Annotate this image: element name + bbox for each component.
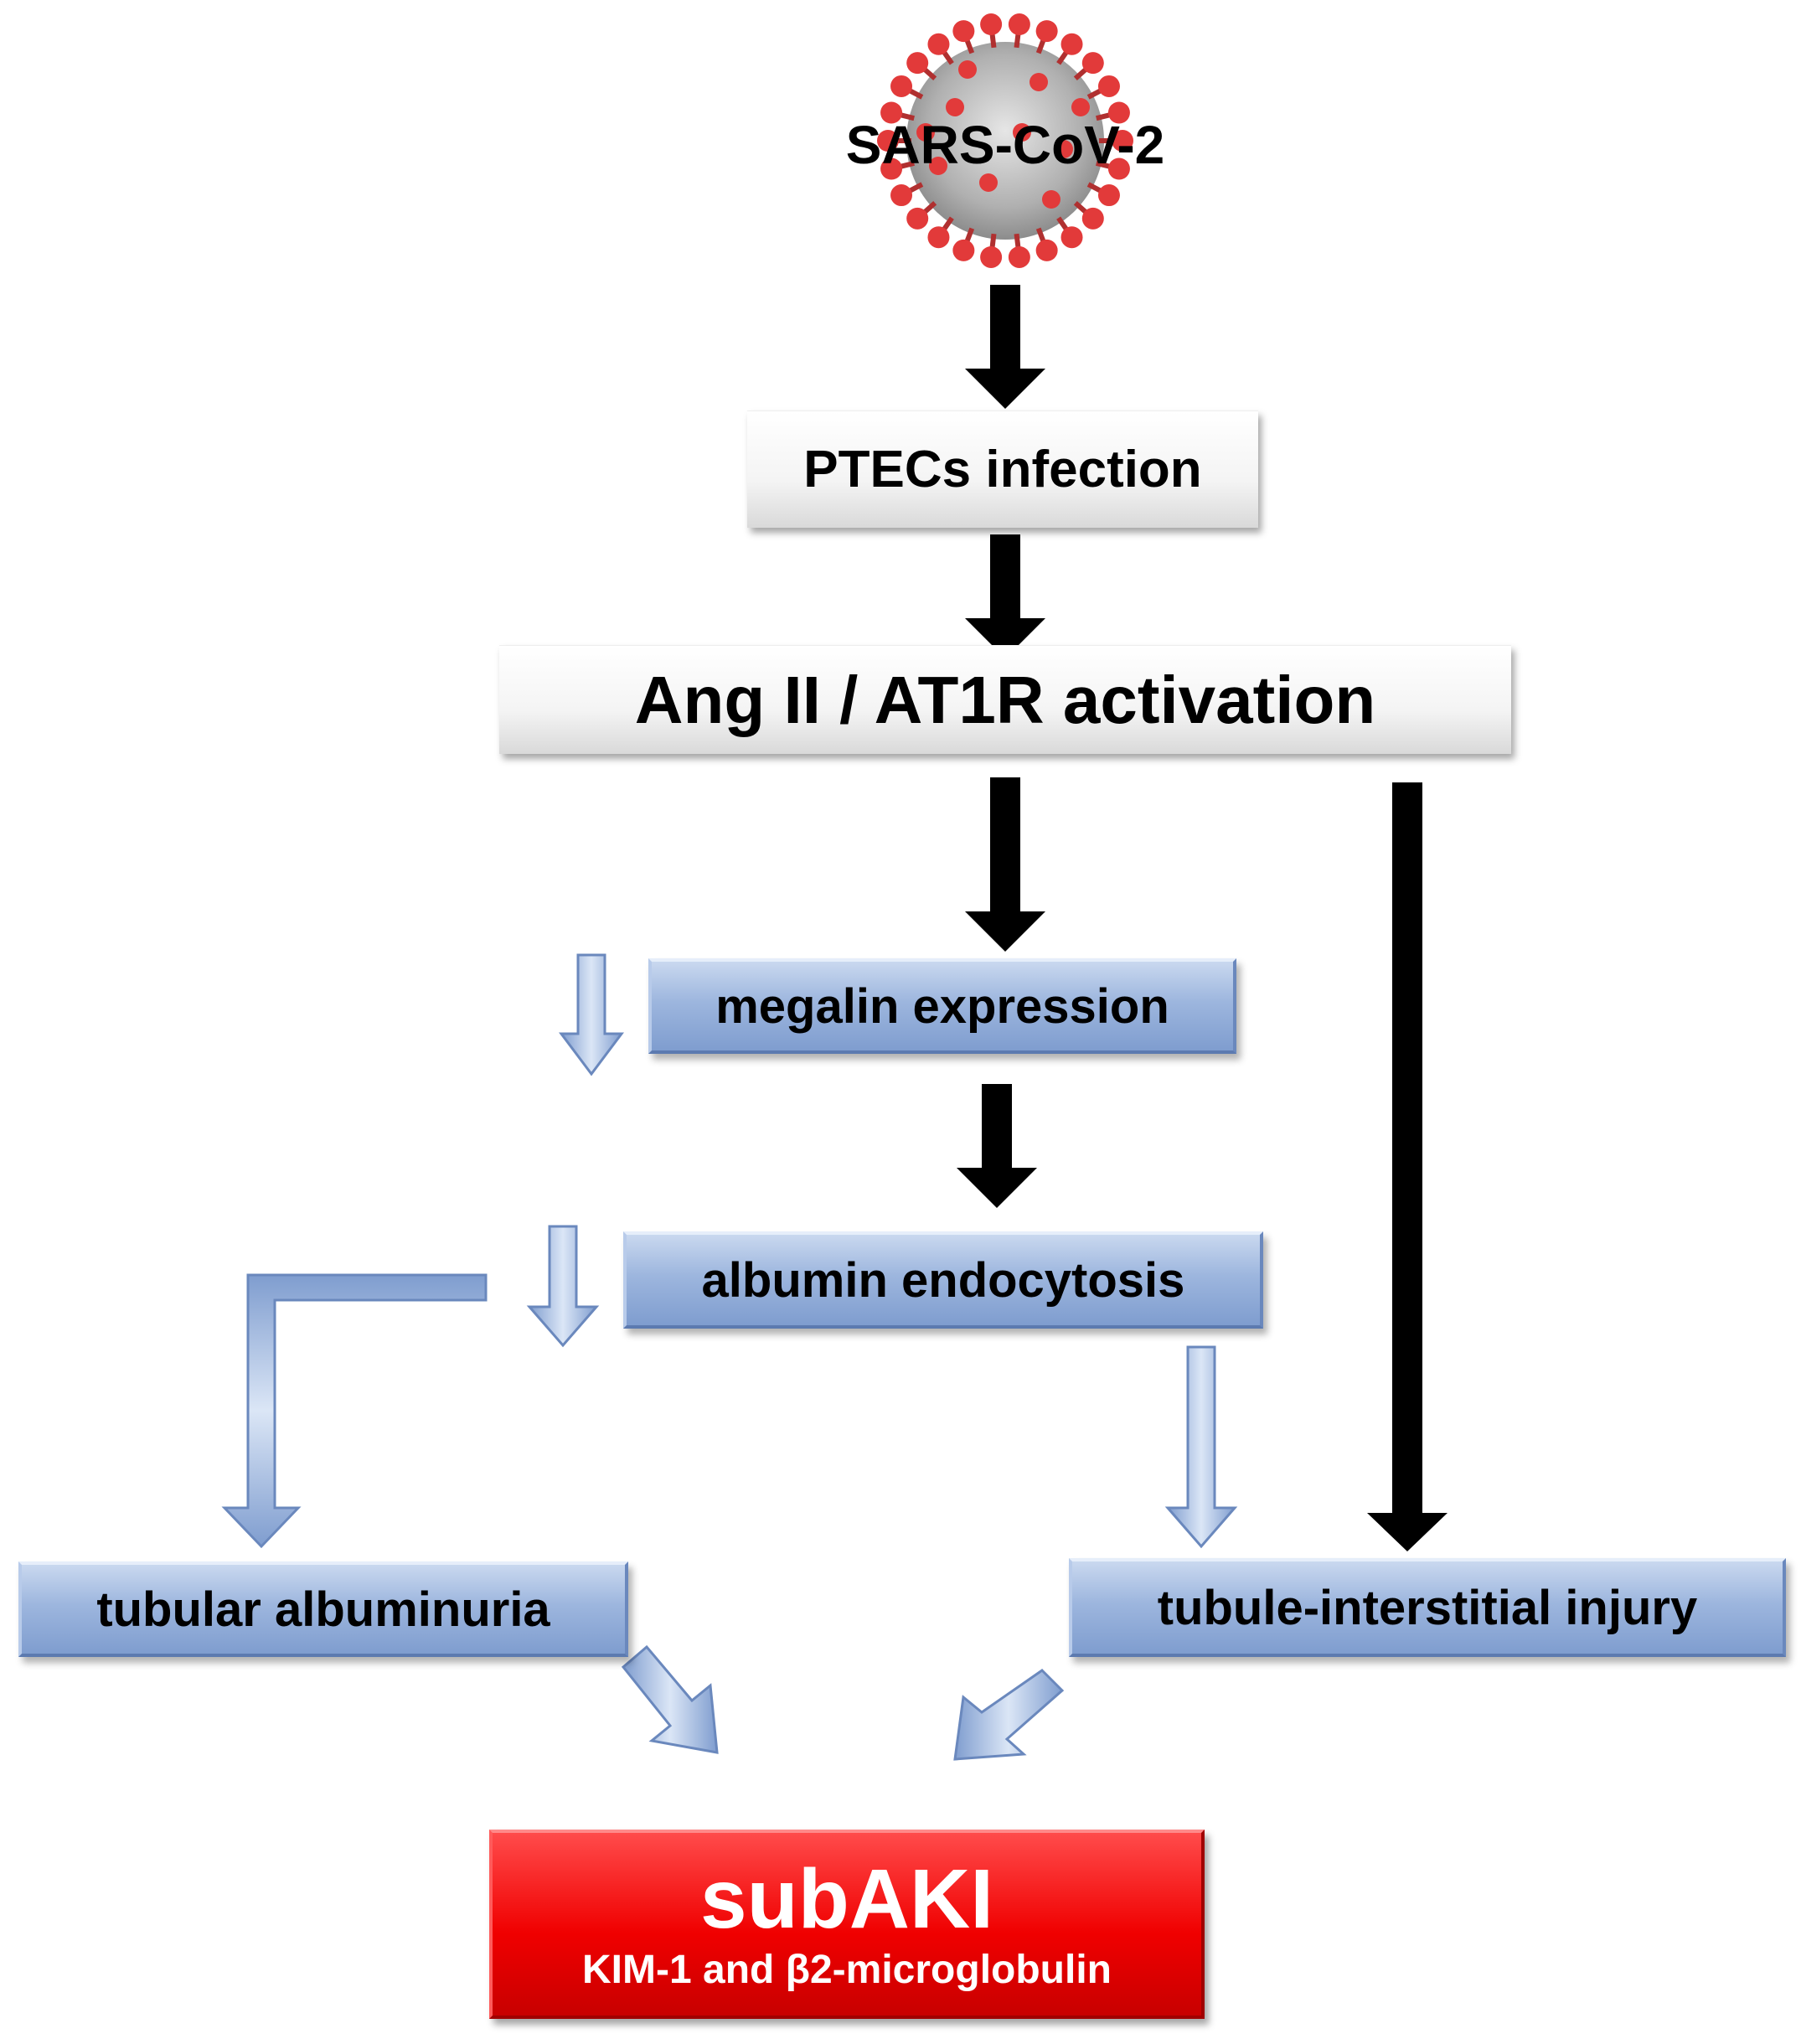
virus-label: SARS-CoV-2 bbox=[845, 115, 1165, 175]
virus-spike bbox=[1081, 207, 1104, 230]
arrow-injury-to-subaki bbox=[953, 1669, 1065, 1761]
virus-spike bbox=[980, 13, 1003, 36]
coronavirus-icon bbox=[877, 13, 1133, 268]
virus-spike bbox=[1008, 245, 1030, 268]
virus-surface-spike bbox=[916, 123, 935, 142]
virus-spike bbox=[906, 52, 929, 75]
virus-spike bbox=[927, 226, 950, 249]
decrease-arrow-albumin bbox=[526, 1225, 600, 1348]
virus-spike bbox=[906, 207, 929, 230]
arrow-ptecs-to-ang bbox=[965, 534, 1045, 658]
tubular-albuminuria-box: tubular albuminuria bbox=[18, 1561, 628, 1657]
virus-spike bbox=[1060, 33, 1083, 55]
virus-spike bbox=[1112, 130, 1133, 152]
arrow-ang-to-injury bbox=[1367, 782, 1448, 1551]
albumin-endocytosis-label: albumin endocytosis bbox=[701, 1252, 1185, 1308]
virus-spike bbox=[1035, 20, 1058, 43]
virus-spike bbox=[1097, 184, 1120, 207]
virus-surface-spike bbox=[946, 98, 964, 116]
ang-activation-label: Ang II / AT1R activation bbox=[634, 662, 1376, 737]
virus-spike bbox=[952, 20, 975, 43]
virus-spike bbox=[1107, 157, 1130, 180]
tubule-injury-label: tubule-interstitial injury bbox=[1157, 1580, 1698, 1635]
virus-spike bbox=[927, 33, 950, 55]
subaki-title: subAKI bbox=[700, 1852, 993, 1946]
virus-spike bbox=[1097, 75, 1120, 97]
virus-spike bbox=[880, 157, 903, 180]
virus-surface-spike bbox=[929, 157, 947, 175]
arrow-albuminuria-to-subaki bbox=[621, 1644, 719, 1754]
arrow-albumin-to-albuminuria bbox=[221, 1273, 488, 1549]
virus-surface-spike bbox=[1055, 140, 1073, 158]
virus-spike bbox=[1081, 52, 1104, 75]
megalin-expression-label: megalin expression bbox=[715, 978, 1169, 1034]
virus-spike bbox=[980, 245, 1003, 268]
arrow-megalin-to-albumin bbox=[957, 1084, 1037, 1208]
virus-surface-spike bbox=[1071, 98, 1090, 116]
subaki-markers: KIM-1 and β2-microglobulin bbox=[582, 1948, 1112, 1992]
virus-spike bbox=[877, 130, 899, 152]
virus-spike bbox=[1008, 13, 1030, 36]
virus-surface-spike bbox=[1030, 73, 1048, 91]
tubule-injury-box: tubule-interstitial injury bbox=[1069, 1558, 1786, 1657]
albumin-endocytosis-box: albumin endocytosis bbox=[623, 1231, 1263, 1329]
virus-surface-spike bbox=[1013, 123, 1031, 142]
virus-spike bbox=[1035, 239, 1058, 261]
virus-surface-spike bbox=[979, 173, 998, 192]
ptecs-infection-label: PTECs infection bbox=[803, 441, 1202, 498]
virus-spike bbox=[890, 184, 913, 207]
virus-surface-spike bbox=[958, 60, 977, 79]
virus-spike bbox=[1107, 101, 1130, 124]
subaki-box: subAKI KIM-1 and β2-microglobulin bbox=[489, 1830, 1205, 2019]
virus-spike bbox=[1060, 226, 1083, 249]
arrow-ang-to-megalin bbox=[965, 777, 1045, 952]
virus-spike bbox=[952, 239, 975, 261]
virus-spike bbox=[880, 101, 903, 124]
decrease-arrow-megalin bbox=[559, 953, 624, 1076]
ang-activation-box: Ang II / AT1R activation bbox=[499, 645, 1511, 754]
ptecs-infection-box: PTECs infection bbox=[747, 410, 1258, 528]
virus-spike bbox=[890, 75, 913, 97]
arrow-albumin-to-injury bbox=[1164, 1345, 1238, 1549]
virus-surface-spike bbox=[1042, 190, 1060, 209]
tubular-albuminuria-label: tubular albuminuria bbox=[96, 1582, 550, 1637]
megalin-expression-box: megalin expression bbox=[648, 958, 1236, 1054]
arrow-virus-to-ptecs bbox=[965, 285, 1045, 409]
